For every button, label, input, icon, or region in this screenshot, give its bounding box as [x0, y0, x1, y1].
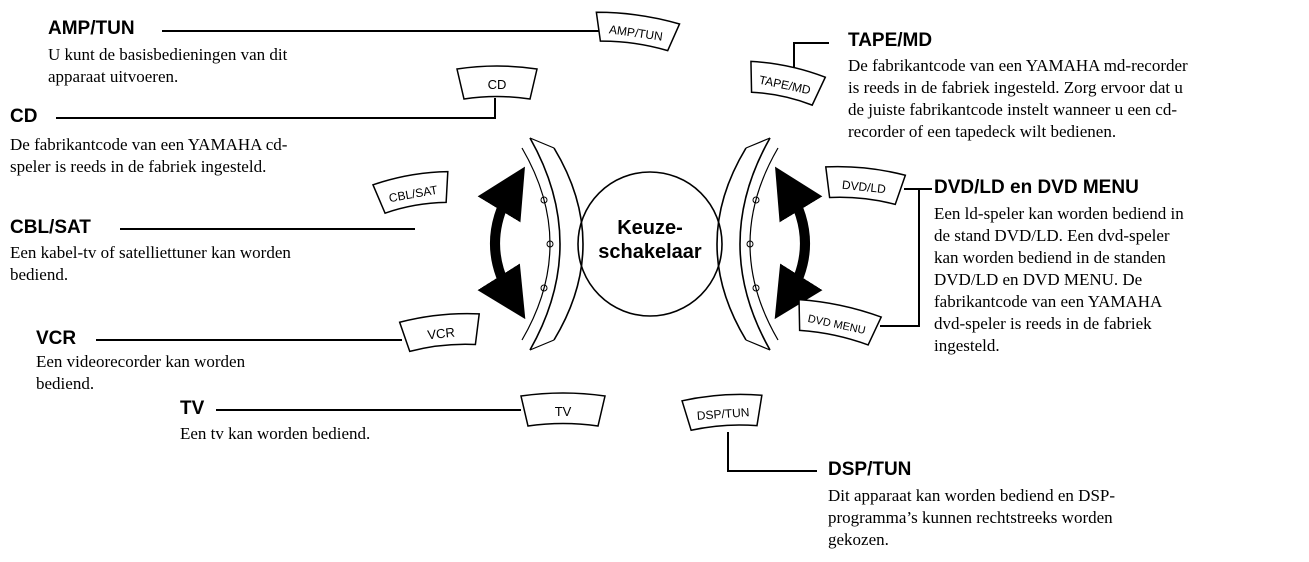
right-bezel — [716, 137, 779, 351]
connector-cd-h — [56, 117, 496, 119]
rotate-arrow-right-icon — [774, 166, 823, 320]
selector-label: Keuze- schakelaar — [590, 216, 710, 264]
cbl-sat-button[interactable]: CBL/SAT — [371, 169, 453, 215]
dvd-ld-desc-line2: de stand DVD/LD. Een dvd-speler — [934, 226, 1170, 245]
amp-tun-desc: U kunt de basisbedieningen van dit appar… — [48, 44, 287, 88]
rotate-arrow-left-icon — [477, 166, 526, 320]
left-bezel — [521, 137, 584, 351]
dsp-tun-desc-line2: programma’s kunnen rechtstreeks worden — [828, 508, 1113, 527]
dvd-ld-desc-line3: kan worden bediend in de standen — [934, 248, 1166, 267]
connector-tv — [216, 409, 521, 411]
vcr-desc: Een videorecorder kan worden bediend. — [36, 351, 245, 395]
tape-md-desc-line2: is reeds in de fabriek ingesteld. Zorg e… — [848, 78, 1183, 97]
cd-desc-line2: speler is reeds in de fabriek ingesteld. — [10, 157, 267, 176]
amp-tun-desc-line1: U kunt de basisbedieningen van dit — [48, 45, 288, 64]
tv-heading: TV — [180, 398, 205, 419]
tv-button[interactable]: TV — [520, 392, 606, 427]
connector-dvd-menu — [880, 325, 920, 327]
dvd-ld-desc-line5: fabrikantcode van een YAMAHA — [934, 292, 1163, 311]
tape-md-desc-line1: De fabrikantcode van een YAMAHA md-recor… — [848, 56, 1188, 75]
dvd-ld-desc-line4: DVD/LD en DVD MENU. De — [934, 270, 1143, 289]
tape-md-desc: De fabrikantcode van een YAMAHA md-recor… — [848, 55, 1188, 143]
dvd-ld-desc-line6: dvd-speler is reeds in de fabriek — [934, 314, 1152, 333]
connector-tape-md-v — [793, 42, 795, 70]
dvd-menu-button[interactable]: DVD MENU — [793, 297, 883, 347]
cd-button-label: CD — [488, 77, 507, 92]
amp-tun-button[interactable]: AMP/TUN — [592, 9, 681, 52]
connector-amp-tun — [162, 30, 600, 32]
tv-button-label: TV — [555, 404, 572, 419]
dvd-ld-button[interactable]: DVD/LD — [823, 164, 907, 206]
dvd-ld-desc-line7: ingesteld. — [934, 336, 1000, 355]
connector-tape-md-h — [793, 42, 829, 44]
dvd-ld-desc: Een ld-speler kan worden bediend in de s… — [934, 203, 1184, 357]
vcr-desc-line2: bediend. — [36, 374, 95, 393]
connector-cbl-sat — [120, 228, 415, 230]
connector-cd-v — [494, 98, 496, 118]
tape-md-desc-line3: de juiste fabrikantcode instelt wanneer … — [848, 100, 1178, 119]
dvd-ld-button-label: DVD/LD — [841, 178, 887, 197]
cbl-sat-desc-line1: Een kabel-tv of satelliettuner kan worde… — [10, 243, 291, 262]
selector-label-line2: schakelaar — [598, 241, 702, 263]
connector-dvd-v — [918, 188, 920, 326]
dsp-tun-desc-line1: Dit apparaat kan worden bediend en DSP- — [828, 486, 1116, 505]
tape-md-heading: TAPE/MD — [848, 30, 933, 51]
cd-desc-line1: De fabrikantcode van een YAMAHA cd- — [10, 135, 288, 154]
cbl-sat-desc: Een kabel-tv of satelliettuner kan worde… — [10, 242, 291, 286]
selector-label-line1: Keuze- — [617, 217, 683, 239]
cbl-sat-desc-line2: bediend. — [10, 265, 69, 284]
cbl-sat-heading: CBL/SAT — [10, 217, 91, 238]
cd-heading: CD — [10, 106, 38, 127]
cd-button[interactable]: CD — [456, 65, 538, 100]
tv-desc-line1: Een tv kan worden bediend. — [180, 424, 371, 443]
dsp-tun-desc-line3: gekozen. — [828, 530, 889, 549]
selector-knob[interactable] — [577, 171, 723, 317]
connector-dsp-tun-h — [727, 470, 817, 472]
dsp-tun-heading: DSP/TUN — [828, 459, 912, 480]
vcr-heading: VCR — [36, 328, 77, 349]
vcr-button-label: VCR — [427, 325, 456, 343]
vcr-button[interactable]: VCR — [398, 311, 482, 353]
amp-tun-desc-line2: apparaat uitvoeren. — [48, 67, 179, 86]
cd-desc: De fabrikantcode van een YAMAHA cd- spel… — [10, 134, 287, 178]
tape-md-button[interactable]: TAPE/MD — [745, 58, 827, 107]
tv-desc: Een tv kan worden bediend. — [180, 423, 370, 445]
vcr-desc-line1: Een videorecorder kan worden — [36, 352, 246, 371]
connector-vcr — [96, 339, 402, 341]
dvd-ld-heading: DVD/LD en DVD MENU — [934, 177, 1139, 198]
tape-md-desc-line4: recorder of een tapedeck wilt bedienen. — [848, 122, 1117, 141]
dsp-tun-desc: Dit apparaat kan worden bediend en DSP- … — [828, 485, 1115, 551]
connector-dsp-tun-v — [727, 432, 729, 471]
amp-tun-heading: AMP/TUN — [48, 18, 135, 39]
dsp-tun-button[interactable]: DSP/TUN — [681, 392, 764, 432]
dsp-tun-button-label: DSP/TUN — [696, 405, 750, 423]
dvd-ld-desc-line1: Een ld-speler kan worden bediend in — [934, 204, 1184, 223]
